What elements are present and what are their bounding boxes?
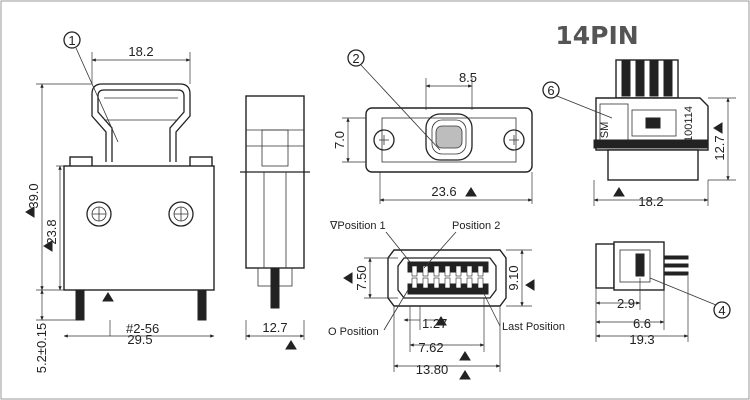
callout-2-circle xyxy=(347,49,365,67)
dim-view1-bottom: 5.2±0.15 xyxy=(34,323,49,374)
dim-view5-span: 7.62 xyxy=(418,340,443,355)
view-side: 12.7 xyxy=(240,95,310,350)
callout-2: 2 xyxy=(352,51,359,66)
pin-contact xyxy=(477,265,484,277)
pin-count-title: 14PIN xyxy=(555,21,638,50)
dim-view2-width: 12.7 xyxy=(262,320,287,335)
pin-contact xyxy=(422,277,429,289)
dim-view6-d2: 6.6 xyxy=(633,316,651,331)
label-position-1: ∇Position 1 xyxy=(329,220,386,232)
sm-mark: SM xyxy=(599,122,611,139)
pin-contact xyxy=(477,277,484,289)
pin-contact xyxy=(455,277,462,289)
inspection-triangle xyxy=(613,187,625,197)
callout-6-circle xyxy=(542,81,560,99)
pin-contact xyxy=(466,277,473,289)
view-isometric: SM 100114 12.7 18.2 6 xyxy=(542,59,736,209)
pin-contact xyxy=(455,265,462,277)
dim-view5-height-left: 7.50 xyxy=(354,265,369,290)
callout-1-circle xyxy=(63,31,81,49)
inspection-triangle xyxy=(525,279,535,291)
pin-contact xyxy=(433,277,440,289)
dim-view6-d1: 2.9 xyxy=(617,296,635,311)
dim-view3-width: 8.5 xyxy=(459,70,477,85)
inspection-triangle xyxy=(713,122,723,134)
label-position-zero: O Position xyxy=(328,326,379,338)
dim-view3-total: 23.6 xyxy=(431,184,456,199)
callout-6: 6 xyxy=(547,83,554,98)
dim-view1-hidden: 29.5 xyxy=(127,332,152,347)
dim-view1-width: 18.2 xyxy=(128,44,153,59)
view-front-latch: 18.2 39.0 23.8 5.2±0.15 29.5 #2-56 1 xyxy=(25,31,215,374)
inspection-triangle xyxy=(102,292,114,302)
label-last-position: Last Position xyxy=(502,321,565,333)
inspection-triangle xyxy=(285,340,297,350)
part-number: 100114 xyxy=(683,106,695,142)
pin-contact xyxy=(433,265,440,277)
dim-view5-total: 13.80 xyxy=(416,362,449,377)
view-pin-face: 7.50 9.10 ∇Position 1 Position 2 O Posit… xyxy=(328,220,565,380)
inspection-triangle xyxy=(25,206,35,218)
pin-contact xyxy=(411,265,418,277)
dim-view1-height: 39.0 xyxy=(26,183,41,208)
dim-view3-height: 7.0 xyxy=(332,131,347,149)
inspection-triangle xyxy=(343,272,353,284)
dim-view4-width: 18.2 xyxy=(638,194,663,209)
pin-contact xyxy=(444,277,451,289)
pin-contact xyxy=(411,277,418,289)
callout-4: 4 xyxy=(718,303,725,318)
inspection-triangle xyxy=(459,351,471,361)
dim-view5-height-right: 9.10 xyxy=(506,265,521,290)
inspection-triangle xyxy=(43,240,53,252)
inspection-triangle xyxy=(435,316,447,326)
pin-contact xyxy=(466,265,473,277)
dim-view4-height: 12.7 xyxy=(712,135,727,160)
callout-1: 1 xyxy=(68,33,75,48)
inspection-triangle xyxy=(459,370,471,380)
dim-view1-mid: 23.8 xyxy=(44,219,59,244)
view-face: 8.5 7.0 23.6 2 xyxy=(332,49,533,204)
pin-contact xyxy=(422,265,429,277)
pin-contact xyxy=(444,265,451,277)
label-position-2: Position 2 xyxy=(452,220,500,232)
dim-view1-thread: #2-56 xyxy=(126,321,159,336)
dim-view6-d3: 19.3 xyxy=(629,332,654,347)
view-small-side: 2.9 6.6 19.3 4 xyxy=(595,241,731,347)
callout-4-circle xyxy=(713,301,731,319)
inspection-triangle xyxy=(465,187,477,197)
